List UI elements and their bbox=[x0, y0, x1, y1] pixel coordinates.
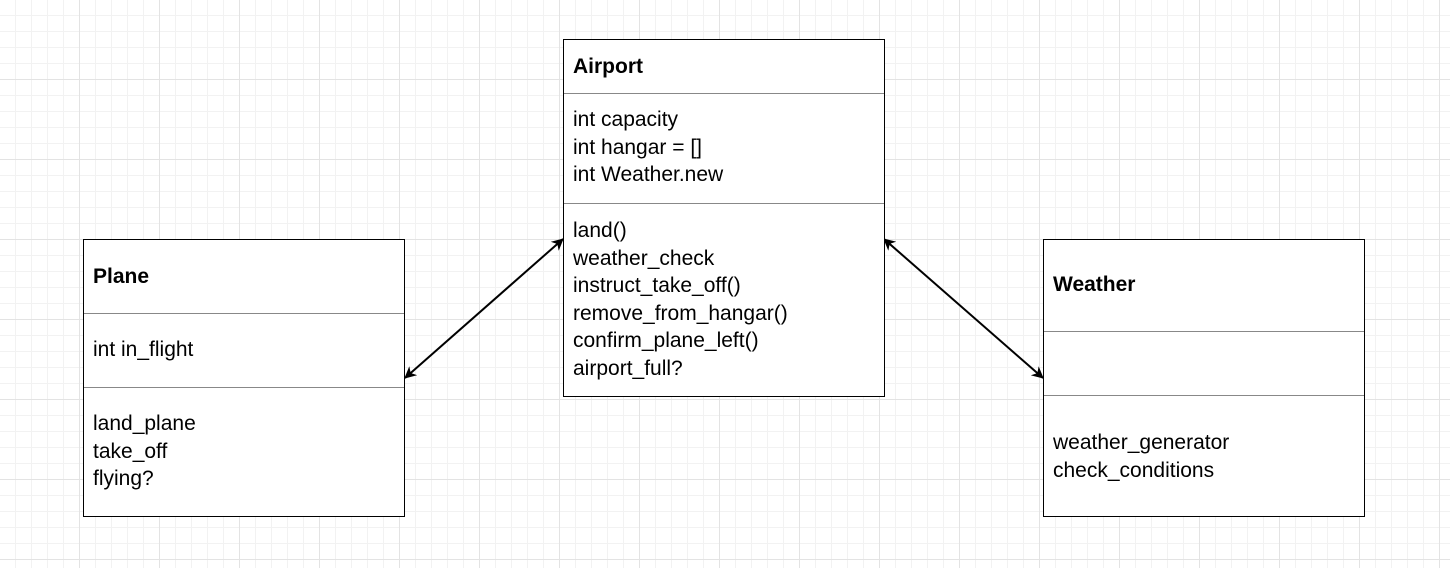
plane-attributes-section: int in_flight bbox=[84, 314, 404, 387]
airport-method: airport_full? bbox=[573, 356, 683, 380]
weather-method: check_conditions bbox=[1053, 458, 1215, 482]
airport-divider-2 bbox=[564, 203, 884, 204]
airport-methods-section: land() weather_check instruct_take_off()… bbox=[564, 204, 884, 396]
plane-method: land_plane bbox=[93, 412, 196, 435]
airport-method: land() bbox=[573, 219, 627, 242]
plane-method: flying? bbox=[93, 467, 154, 490]
airport-weather-association[interactable] bbox=[883, 238, 1044, 379]
airport-method: instruct_take_off() bbox=[573, 274, 741, 297]
plane-class-name: Plane bbox=[93, 265, 150, 288]
airport-class-name: Airport bbox=[573, 55, 643, 78]
plane-airport-association[interactable] bbox=[404, 238, 564, 379]
weather-class[interactable]: Weather weather_generator check_conditio… bbox=[1043, 239, 1365, 517]
plane-method: take_off bbox=[93, 439, 168, 463]
weather-method: weather_generator bbox=[1053, 431, 1230, 454]
airport-attribute: int capacity bbox=[573, 108, 679, 131]
airport-method: weather_check bbox=[573, 246, 715, 270]
weather-class-name: Weather bbox=[1053, 273, 1136, 296]
weather-name-section: Weather bbox=[1044, 240, 1364, 331]
airport-class[interactable]: Airport int capacity int hangar = [] int… bbox=[563, 39, 885, 397]
airport-divider-1 bbox=[564, 93, 884, 94]
airport-name-section: Airport bbox=[564, 40, 884, 93]
airport-method: remove_from_hangar() bbox=[573, 301, 788, 325]
airport-method: confirm_plane_left() bbox=[573, 329, 759, 352]
airport-attribute: int Weather.new bbox=[573, 163, 724, 186]
weather-divider-1 bbox=[1044, 331, 1364, 332]
weather-attributes-section bbox=[1044, 332, 1364, 395]
plane-name-section: Plane bbox=[84, 240, 404, 313]
plane-divider-2 bbox=[84, 387, 404, 388]
plane-attribute: int in_flight bbox=[93, 338, 194, 361]
plane-methods-section: land_plane take_off flying? bbox=[84, 388, 404, 516]
weather-divider-2 bbox=[1044, 395, 1364, 396]
airport-attribute: int hangar = [] bbox=[573, 135, 703, 159]
airport-attributes-section: int capacity int hangar = [] int Weather… bbox=[564, 94, 884, 202]
weather-methods-section: weather_generator check_conditions bbox=[1044, 396, 1364, 516]
plane-class[interactable]: Plane int in_flight land_plane take_off … bbox=[83, 239, 405, 517]
plane-divider-1 bbox=[84, 313, 404, 314]
